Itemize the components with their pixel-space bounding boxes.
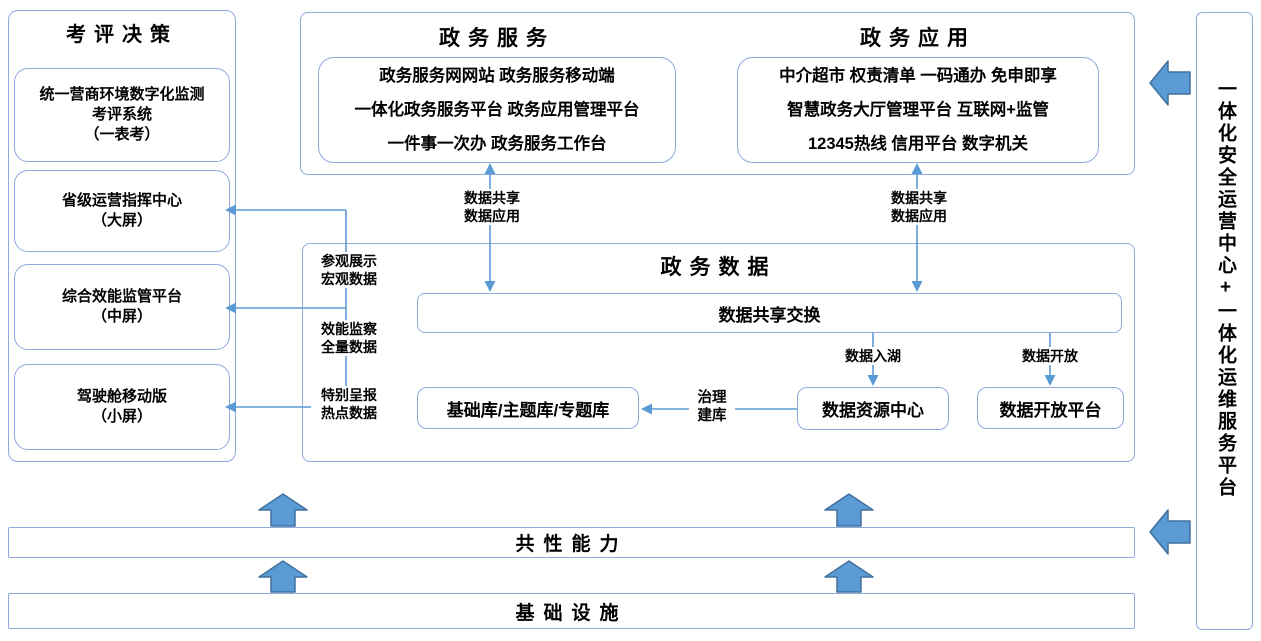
data-resource-center-label: 数据资源中心 xyxy=(822,401,924,420)
performance-line2: 全量数据 xyxy=(321,339,377,355)
governance-line2: 建库 xyxy=(697,408,727,424)
special-report-line2: 热点数据 xyxy=(321,405,377,421)
block-left-arrow-top xyxy=(1149,60,1191,106)
gov-service-title: 政务服务 xyxy=(439,27,555,50)
governance-line1: 治理 xyxy=(697,390,727,406)
share-apply-left-line1: 数据共享 xyxy=(464,190,520,206)
data-exchange-label: 数据共享交换 xyxy=(718,305,821,325)
share-apply-left-line2: 数据应用 xyxy=(464,208,520,224)
data-exchange-box: 数据共享交换 xyxy=(417,293,1122,333)
visit-display-line1: 参观展示 xyxy=(321,253,377,269)
share-apply-label-left: 数据共享 数据应用 xyxy=(450,189,534,225)
data-open-label: 数据开放 xyxy=(1015,347,1085,365)
data-resource-center-box: 数据资源中心 xyxy=(797,387,949,430)
block-up-arrow-left-top xyxy=(258,493,308,527)
infrastructure-bar-label: 基础设施 xyxy=(515,602,628,624)
gov-application-line1: 中介超市 权责清单 一码通办 免申即享 xyxy=(779,67,1057,85)
medium-screen-line2: （中屏） xyxy=(91,308,152,325)
gov-application-box: 中介超市 权责清单 一码通办 免申即享 智慧政务大厅管理平台 互联网+监管 12… xyxy=(737,57,1099,163)
performance-line1: 效能监察 xyxy=(321,321,377,337)
medium-screen-box: 综合效能监管平台 （中屏） xyxy=(14,264,230,350)
large-screen-line1: 省级运营指挥中心 xyxy=(61,192,182,209)
gov-service-line2: 一体化政务服务平台 政务应用管理平台 xyxy=(354,101,640,119)
data-open-platform-box: 数据开放平台 xyxy=(977,387,1124,429)
gov-data-title: 政务数据 xyxy=(660,256,777,279)
block-up-arrow-right-top xyxy=(824,493,874,527)
block-left-arrow-bottom xyxy=(1149,509,1191,555)
gov-service-box: 政务服务网网站 政务服务移动端 一体化政务服务平台 政务应用管理平台 一件事一次… xyxy=(318,57,676,163)
visit-display-label: 参观展示 宏观数据 xyxy=(311,252,387,288)
gov-application-line3: 12345热线 信用平台 数字机关 xyxy=(807,135,1029,153)
gov-application-line2: 智慧政务大厅管理平台 互联网+监管 xyxy=(787,101,1049,119)
large-screen-line2: （大屏） xyxy=(91,212,152,229)
base-db-box: 基础库/主题库/专题库 xyxy=(417,387,639,429)
special-report-line1: 特别呈报 xyxy=(321,387,377,403)
governance-label: 治理 建库 xyxy=(689,389,735,425)
infrastructure-bar: 基础设施 xyxy=(8,593,1135,629)
share-apply-right-line2: 数据应用 xyxy=(891,208,947,224)
monitor-system-line2: 考评系统 xyxy=(91,106,152,123)
small-screen-box: 驾驶舱移动版 （小屏） xyxy=(14,364,230,450)
capability-bar-label: 共性能力 xyxy=(515,534,628,555)
capability-bar: 共性能力 xyxy=(8,527,1135,558)
gov-service-line1: 政务服务网网站 政务服务移动端 xyxy=(379,67,615,85)
monitor-system-line3: （一表考） xyxy=(84,126,160,143)
medium-screen-line1: 综合效能监管平台 xyxy=(61,288,182,305)
share-apply-right-line1: 数据共享 xyxy=(891,190,947,206)
data-lake-label: 数据入湖 xyxy=(838,347,908,365)
block-up-arrow-left-bottom xyxy=(258,560,308,593)
small-screen-line1: 驾驶舱移动版 xyxy=(76,388,167,405)
ops-center-strip-label: 一体化安全运营中心+一体化运维服务平台 xyxy=(1215,79,1236,499)
visit-display-line2: 宏观数据 xyxy=(321,271,377,287)
ops-center-strip: 一体化安全运营中心+一体化运维服务平台 xyxy=(1196,12,1253,630)
special-report-label: 特别呈报 热点数据 xyxy=(311,386,387,422)
share-apply-label-right: 数据共享 数据应用 xyxy=(877,189,961,225)
data-open-platform-label: 数据开放平台 xyxy=(999,400,1102,420)
evaluation-panel-title: 考评决策 xyxy=(66,24,178,46)
small-screen-line2: （小屏） xyxy=(91,408,152,425)
block-up-arrow-right-bottom xyxy=(824,560,874,593)
monitor-system-line1: 统一营商环境数字化监测 xyxy=(39,86,205,103)
large-screen-box: 省级运营指挥中心 （大屏） xyxy=(14,170,230,252)
performance-label: 效能监察 全量数据 xyxy=(311,320,387,356)
gov-service-line3: 一件事一次办 政务服务工作台 xyxy=(387,135,607,153)
monitor-system-box: 统一营商环境数字化监测 考评系统 （一表考） xyxy=(14,68,230,162)
gov-application-title: 政务应用 xyxy=(860,27,976,50)
base-db-label: 基础库/主题库/专题库 xyxy=(446,400,610,420)
